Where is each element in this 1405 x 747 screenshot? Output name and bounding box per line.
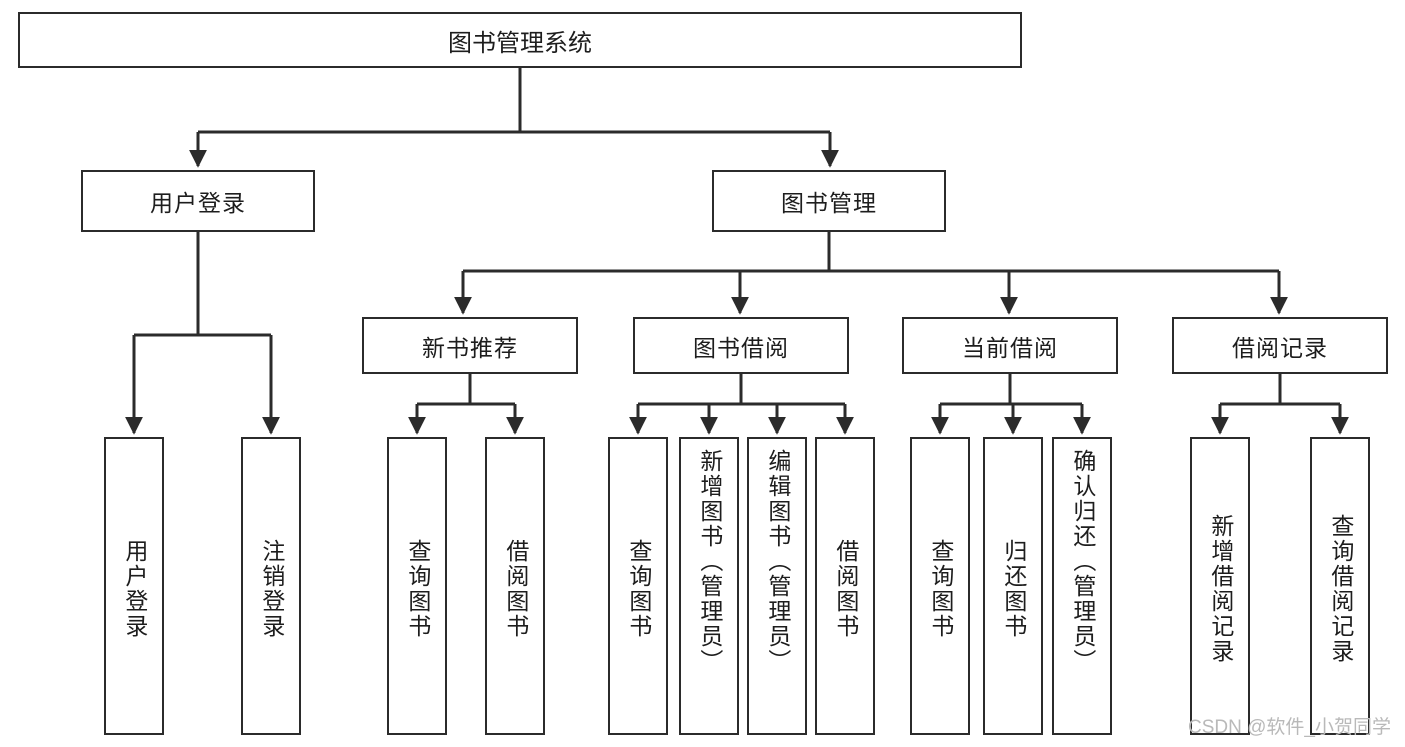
node-book-manage[interactable]: 图书管理 bbox=[712, 170, 946, 232]
node-current-borrow[interactable]: 当前借阅 bbox=[902, 317, 1118, 374]
node-leaf-query-record-label: 查询借阅记录 bbox=[1327, 514, 1354, 664]
node-borrow-record[interactable]: 借阅记录 bbox=[1172, 317, 1388, 374]
node-leaf-add-book-label: 新增图书（管理员） bbox=[696, 449, 723, 674]
node-leaf-query-book[interactable]: 查询图书 bbox=[608, 437, 668, 735]
leaf-text-wrap: 借阅图书 bbox=[487, 445, 543, 733]
leaf-text-wrap: 查询借阅记录 bbox=[1312, 445, 1368, 733]
leaf-text-wrap: 编辑图书（管理员） bbox=[749, 445, 805, 737]
node-leaf-borrow-book-rec[interactable]: 借阅图书 bbox=[485, 437, 545, 735]
node-book-borrow[interactable]: 图书借阅 bbox=[633, 317, 849, 374]
node-user-login-label: 用户登录 bbox=[150, 190, 246, 216]
node-new-book-rec[interactable]: 新书推荐 bbox=[362, 317, 578, 374]
node-leaf-user-login[interactable]: 用户登录 bbox=[104, 437, 164, 735]
node-leaf-add-record[interactable]: 新增借阅记录 bbox=[1190, 437, 1250, 735]
node-leaf-borrow-book[interactable]: 借阅图书 bbox=[815, 437, 875, 735]
node-leaf-logout-label: 注销登录 bbox=[258, 539, 285, 639]
node-leaf-query-book-cur-label: 查询图书 bbox=[927, 539, 954, 639]
node-user-login[interactable]: 用户登录 bbox=[81, 170, 315, 232]
node-leaf-query-book-rec-label: 查询图书 bbox=[404, 539, 431, 639]
node-leaf-borrow-book-label: 借阅图书 bbox=[832, 539, 859, 639]
node-leaf-edit-book-label: 编辑图书（管理员） bbox=[764, 449, 791, 674]
node-leaf-user-login-label: 用户登录 bbox=[121, 539, 148, 639]
leaf-text-wrap: 借阅图书 bbox=[817, 445, 873, 733]
node-book-manage-label: 图书管理 bbox=[781, 190, 877, 216]
node-leaf-query-book-label: 查询图书 bbox=[625, 539, 652, 639]
leaf-text-wrap: 确认归还（管理员） bbox=[1054, 445, 1110, 737]
leaf-text-wrap: 查询图书 bbox=[389, 445, 445, 733]
leaf-text-wrap: 新增借阅记录 bbox=[1192, 445, 1248, 733]
leaf-text-wrap: 查询图书 bbox=[610, 445, 666, 733]
node-leaf-confirm-return-label: 确认归还（管理员） bbox=[1069, 449, 1096, 674]
node-leaf-return-book-label: 归还图书 bbox=[1000, 539, 1027, 639]
node-leaf-confirm-return[interactable]: 确认归还（管理员） bbox=[1052, 437, 1112, 735]
leaf-text-wrap: 用户登录 bbox=[106, 445, 162, 733]
node-book-borrow-label: 图书借阅 bbox=[693, 334, 789, 361]
leaf-text-wrap: 归还图书 bbox=[985, 445, 1041, 733]
leaf-text-wrap: 注销登录 bbox=[243, 445, 299, 733]
node-leaf-return-book[interactable]: 归还图书 bbox=[983, 437, 1043, 735]
leaf-text-wrap: 新增图书（管理员） bbox=[681, 445, 737, 737]
node-leaf-query-book-rec[interactable]: 查询图书 bbox=[387, 437, 447, 735]
leaf-text-wrap: 查询图书 bbox=[912, 445, 968, 733]
node-new-book-rec-label: 新书推荐 bbox=[422, 334, 518, 361]
node-leaf-logout[interactable]: 注销登录 bbox=[241, 437, 301, 735]
node-current-borrow-label: 当前借阅 bbox=[962, 334, 1058, 361]
node-root-label: 图书管理系统 bbox=[448, 29, 592, 57]
node-borrow-record-label: 借阅记录 bbox=[1232, 334, 1328, 361]
node-leaf-query-book-cur[interactable]: 查询图书 bbox=[910, 437, 970, 735]
node-leaf-add-record-label: 新增借阅记录 bbox=[1207, 514, 1234, 664]
node-leaf-query-record[interactable]: 查询借阅记录 bbox=[1310, 437, 1370, 735]
node-leaf-edit-book[interactable]: 编辑图书（管理员） bbox=[747, 437, 807, 735]
node-root[interactable]: 图书管理系统 bbox=[18, 12, 1022, 68]
node-leaf-borrow-book-rec-label: 借阅图书 bbox=[502, 539, 529, 639]
watermark-text: CSDN @软件_小贺同学 bbox=[1188, 717, 1391, 738]
node-leaf-add-book[interactable]: 新增图书（管理员） bbox=[679, 437, 739, 735]
